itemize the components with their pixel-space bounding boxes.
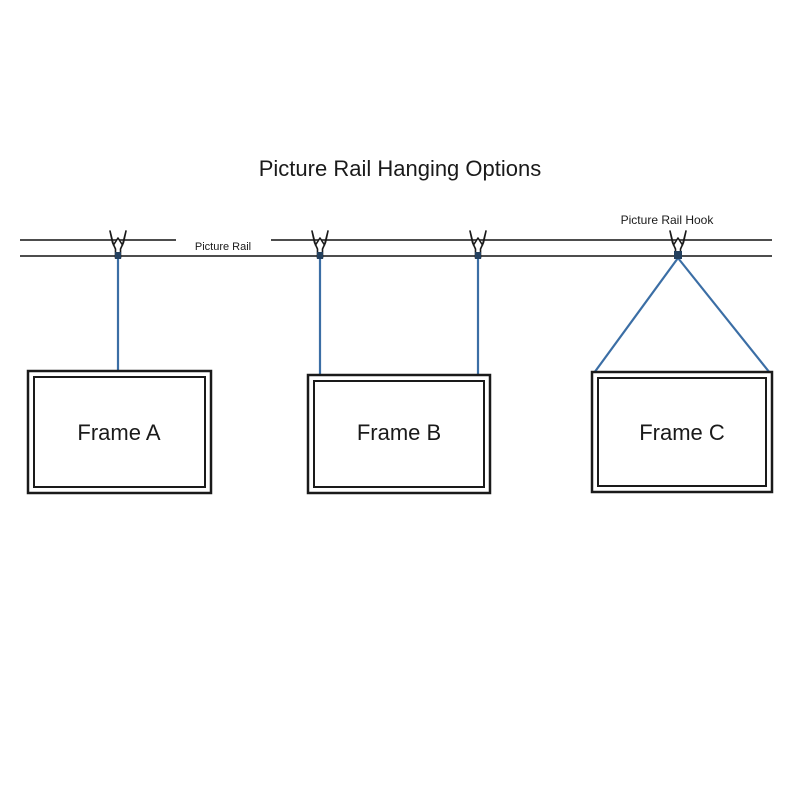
hook-frame-b-left[interactable] xyxy=(311,230,329,259)
hook-frame-a[interactable] xyxy=(109,230,127,259)
hook-clamp-icon xyxy=(475,252,481,259)
wire-frame-c-right xyxy=(677,257,771,374)
hook-icon xyxy=(311,230,329,259)
hanging-wires xyxy=(116,257,771,375)
hook-frame-c[interactable] xyxy=(669,230,687,259)
hook-icon xyxy=(109,230,127,259)
picture-rail xyxy=(20,239,772,257)
hook-clamp-icon xyxy=(317,252,323,259)
frame-a[interactable]: Frame A xyxy=(26,369,213,495)
rail-label-backdrop xyxy=(176,238,271,255)
picture-rail-label-group: Picture Rail xyxy=(176,238,271,255)
frame-b-inner-border xyxy=(313,380,485,488)
frame-c-label: Frame C xyxy=(639,420,725,445)
frame-c-inner-border xyxy=(597,377,767,487)
page-title: Picture Rail Hanging Options xyxy=(259,156,541,181)
frame-c[interactable]: Frame C xyxy=(590,370,774,494)
frame-b[interactable]: Frame B xyxy=(306,373,492,495)
hook-icon xyxy=(469,230,487,259)
picture-rail-hook-label: Picture Rail Hook xyxy=(621,213,715,227)
hook-clamp-icon xyxy=(674,251,682,259)
wire-frame-c-left xyxy=(593,257,679,374)
hook-icon xyxy=(669,230,687,259)
frame-a-label: Frame A xyxy=(77,420,160,445)
hook-clamp-icon xyxy=(115,252,121,259)
frame-a-inner-border xyxy=(33,376,206,488)
picture-rail-label: Picture Rail xyxy=(195,241,251,253)
hook-frame-b-right[interactable] xyxy=(469,230,487,259)
frame-b-label: Frame B xyxy=(357,420,441,445)
